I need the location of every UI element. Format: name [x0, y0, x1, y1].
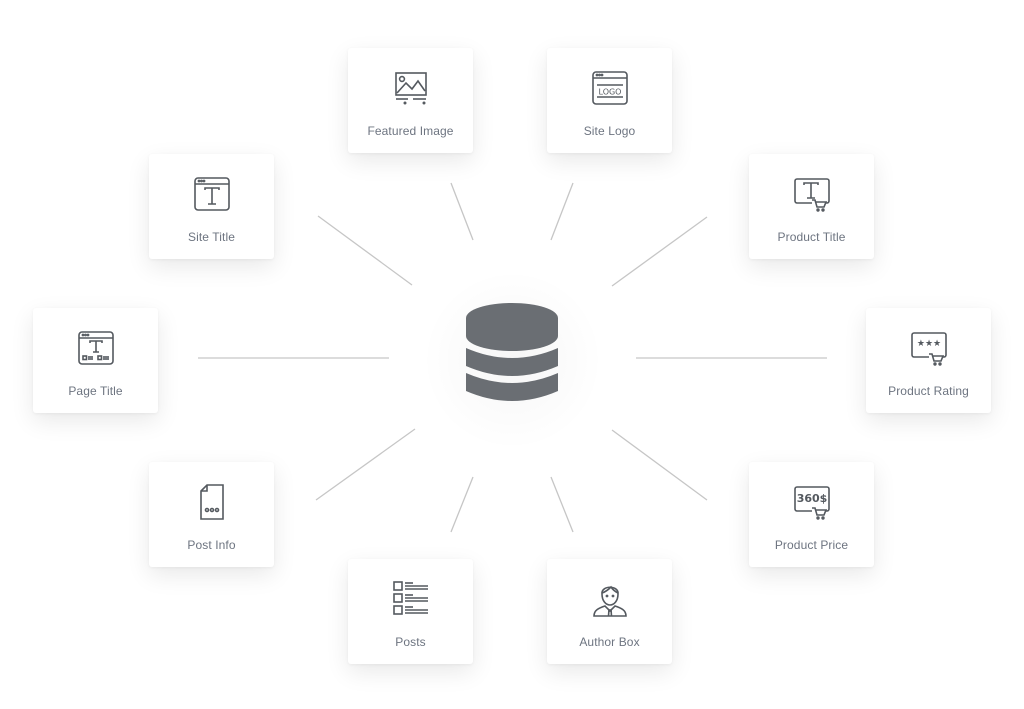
connector-product-title: [611, 216, 708, 287]
database-icon: [466, 303, 558, 401]
card-label: Site Logo: [583, 124, 636, 138]
svg-text:LOGO: LOGO: [598, 88, 621, 97]
card-label: Product Price: [774, 538, 849, 552]
card-label: Page Title: [68, 384, 123, 398]
card-product-rating[interactable]: ★★★ Product Rating: [866, 308, 991, 413]
card-site-title[interactable]: Site Title: [149, 154, 274, 259]
connector-featured-image: [450, 182, 474, 241]
card-label: Featured Image: [367, 124, 454, 138]
card-label: Posts: [395, 635, 426, 649]
author-icon: [590, 579, 630, 619]
card-label: Author Box: [579, 635, 640, 649]
card-page-title[interactable]: Page Title: [33, 308, 158, 413]
connector-post-info: [315, 428, 416, 501]
list-icon: [391, 579, 431, 619]
card-product-title[interactable]: Product Title: [749, 154, 874, 259]
svg-text:360$: 360$: [796, 492, 827, 505]
document-dots-icon: [192, 482, 232, 522]
svg-text:★★★: ★★★: [916, 339, 940, 349]
connector-site-logo: [550, 182, 574, 241]
title-window-icon: [192, 174, 232, 214]
card-label: Product Rating: [888, 384, 969, 398]
card-featured-image[interactable]: Featured Image: [348, 48, 473, 153]
connector-product-price: [611, 429, 708, 501]
connector-posts: [450, 476, 474, 533]
logo-window-icon: LOGO: [590, 68, 630, 108]
connector-author-box: [550, 476, 574, 533]
product-rating-icon: ★★★: [909, 328, 949, 368]
card-author-box[interactable]: Author Box: [547, 559, 672, 664]
image-icon: [391, 68, 431, 108]
card-label: Product Title: [777, 230, 846, 244]
card-label: Site Title: [187, 230, 236, 244]
card-site-logo[interactable]: LOGO Site Logo: [547, 48, 672, 153]
card-label: Post Info: [187, 538, 236, 552]
card-posts[interactable]: Posts: [348, 559, 473, 664]
product-title-icon: [792, 174, 832, 214]
product-price-icon: 360$: [792, 482, 832, 522]
page-title-icon: [76, 328, 116, 368]
card-post-info[interactable]: Post Info: [149, 462, 274, 567]
card-product-price[interactable]: 360$ Product Price: [749, 462, 874, 567]
connector-site-title: [317, 215, 413, 286]
